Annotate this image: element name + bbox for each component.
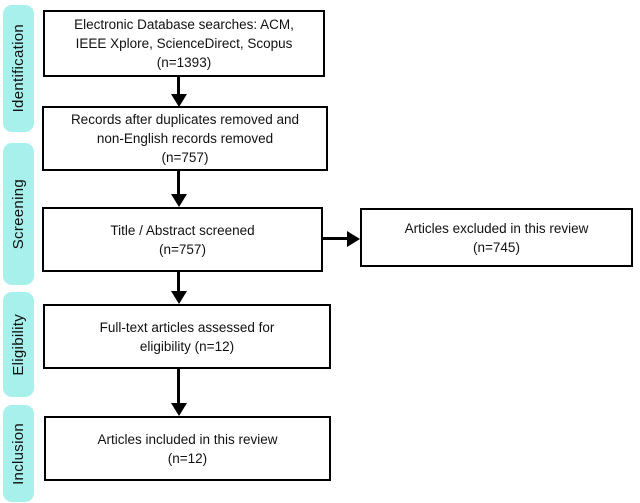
node-duplicates-removed: Records after duplicates removed and non… (42, 106, 328, 171)
stage-screening: Screening (3, 143, 34, 285)
stage-identification: Identification (3, 5, 34, 132)
node-title-abstract-screened: Title / Abstract screened (n=757) (42, 207, 323, 272)
arrowhead-down-icon (170, 194, 187, 207)
arrow-stem (177, 369, 180, 403)
arrow-stem (177, 272, 180, 291)
arrowhead-down-icon (170, 291, 187, 304)
node-articles-excluded: Articles excluded in this review (n=745) (360, 208, 633, 267)
node-fulltext-assessed-text: Full-text articles assessed for eligibil… (99, 319, 275, 354)
arrow-stem (323, 237, 347, 240)
arrow-screened-to-fulltext (170, 272, 187, 304)
arrow-dedup-to-screened (170, 171, 187, 207)
node-articles-excluded-text: Articles excluded in this review (n=745) (404, 220, 589, 255)
stage-eligibility: Eligibility (3, 292, 34, 397)
stage-inclusion: Inclusion (3, 405, 34, 502)
stage-eligibility-label: Eligibility (10, 313, 27, 376)
node-articles-included-text: Articles included in this review (n=12) (97, 431, 278, 466)
node-database-searches-text: Electronic Database searches: ACM, IEEE … (74, 17, 294, 70)
arrowhead-down-icon (170, 94, 187, 107)
stage-identification-label: Identification (10, 24, 27, 113)
arrow-stem (177, 77, 180, 94)
arrowhead-down-icon (170, 403, 187, 416)
arrow-stem (177, 171, 180, 194)
node-database-searches: Electronic Database searches: ACM, IEEE … (43, 10, 325, 77)
node-fulltext-assessed: Full-text articles assessed for eligibil… (43, 304, 331, 369)
node-duplicates-removed-text: Records after duplicates removed and non… (70, 112, 300, 165)
arrow-fulltext-to-included (170, 369, 187, 416)
node-articles-included: Articles included in this review (n=12) (44, 416, 331, 481)
arrow-search-to-dedup (170, 77, 187, 107)
node-title-abstract-screened-text: Title / Abstract screened (n=757) (110, 222, 255, 257)
arrow-screened-to-excluded (323, 230, 360, 247)
stage-screening-label: Screening (10, 178, 27, 250)
arrowhead-right-icon (347, 230, 360, 247)
stage-inclusion-label: Inclusion (10, 422, 27, 485)
